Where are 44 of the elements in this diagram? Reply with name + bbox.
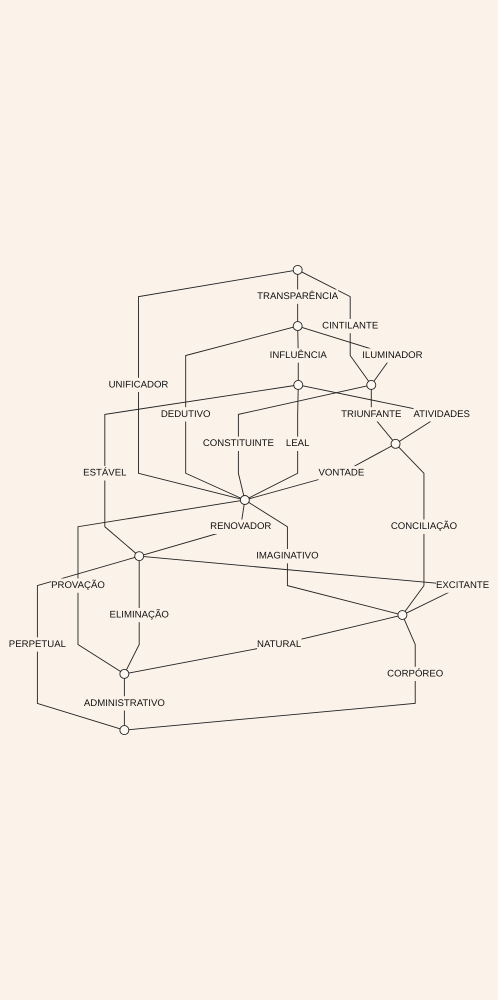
connector <box>301 272 370 382</box>
connector <box>128 618 416 730</box>
node-circle <box>366 380 376 390</box>
edge-label: VONTADE <box>318 468 364 478</box>
edge-label: PERPETUAL <box>8 639 66 650</box>
edge-label: EXCITANTE <box>436 580 490 590</box>
edge-label: CORPÓREO <box>387 668 444 679</box>
node-circle <box>293 380 304 390</box>
edge-label: RENOVADOR <box>210 521 272 532</box>
edge-label: TRANSPARÊNCIA <box>257 291 338 302</box>
connector <box>238 385 368 496</box>
edge-label: UNIFICADOR <box>108 380 168 390</box>
connector <box>128 616 398 674</box>
edge-label: NATURAL <box>257 639 302 650</box>
edge-label: ILUMINADOR <box>362 350 423 360</box>
node-circle <box>390 438 400 449</box>
node-circle <box>134 551 144 562</box>
connector <box>138 270 294 500</box>
node-circle <box>292 264 303 275</box>
edge-label: CONCILIAÇÃO <box>390 521 458 532</box>
edge-label: LEAL <box>286 438 310 449</box>
connector <box>398 446 424 612</box>
node-circle <box>292 321 303 332</box>
node-circle <box>240 495 250 505</box>
edge-label: CINTILANTE <box>322 320 378 331</box>
connector <box>248 502 398 614</box>
edge-label: CONSTITUINTE <box>202 438 274 449</box>
edge-label: INFLUÊNCIA <box>270 350 327 360</box>
node-circle <box>397 610 408 620</box>
connector <box>248 389 299 498</box>
edge-label: ADMINISTRATIVO <box>84 698 165 708</box>
connector <box>185 326 294 499</box>
connector <box>104 385 294 554</box>
edge-label: DEDUTIVO <box>160 408 211 420</box>
connector <box>248 446 392 500</box>
edge-label: ESTÁVEL <box>83 468 126 478</box>
edge-label: IMAGINATIVO <box>256 550 319 561</box>
node-circle <box>119 668 130 679</box>
connector <box>36 556 136 730</box>
edge-label: TRIUNFANTE <box>341 408 402 420</box>
edge-label: PROVAÇÃO <box>51 580 105 590</box>
edge-label: ELIMINAÇÃO <box>110 610 169 620</box>
edge-label: ATIVIDADES <box>413 408 470 420</box>
node-circle <box>119 725 130 736</box>
